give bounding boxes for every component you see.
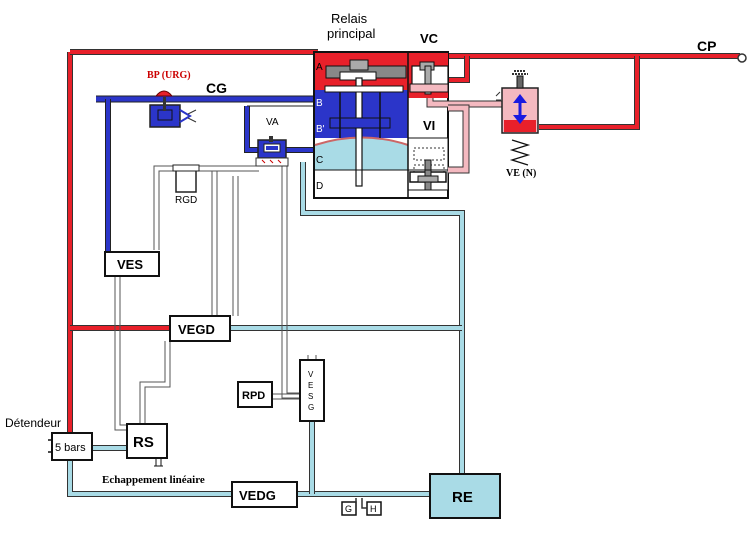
re-reservoir xyxy=(429,473,501,519)
relais-label-1: Relais xyxy=(331,11,368,26)
vedg-box xyxy=(231,481,298,508)
relais-principal xyxy=(313,51,449,199)
main-pipe-cp xyxy=(67,49,747,440)
pilot-pipes xyxy=(114,165,317,431)
vesg-s: S xyxy=(308,392,313,401)
five-bars-label: 5 bars xyxy=(55,442,86,454)
control-pipes xyxy=(426,98,502,174)
chamber-a-label: A xyxy=(316,62,323,73)
vegd-box xyxy=(169,315,231,342)
brake-pipe-cg xyxy=(96,95,318,252)
vedg-label: VEDG xyxy=(239,488,276,503)
relais-label-2: principal xyxy=(327,26,376,41)
reservoir-pipes xyxy=(67,162,465,497)
g-label: G xyxy=(345,504,352,514)
rpd-label: RPD xyxy=(242,390,265,402)
rgd-label: RGD xyxy=(175,195,197,206)
vc-label: VC xyxy=(420,31,439,46)
bp-urg-label: BP (URG) xyxy=(147,70,191,81)
vesg-box xyxy=(299,359,325,422)
cp-label: CP xyxy=(697,38,716,54)
bp-urg-valve xyxy=(149,90,197,128)
vesg-g: G xyxy=(308,403,314,412)
detendeur-box xyxy=(51,432,93,461)
detendeur-label: Détendeur xyxy=(5,416,61,430)
ve-n-label: VE (N) xyxy=(506,168,536,179)
ves-label: VES xyxy=(117,257,143,272)
chamber-c-label: C xyxy=(316,155,323,166)
va-valve xyxy=(255,136,289,167)
vesg-v: V xyxy=(308,370,314,379)
re-label: RE xyxy=(452,489,473,506)
rgd-valve xyxy=(172,164,200,193)
va-label: VA xyxy=(266,117,279,128)
chamber-b-label: B xyxy=(316,98,323,109)
rs-label: RS xyxy=(133,434,154,451)
chamber-b2-label: B' xyxy=(316,124,325,135)
echappement-label: Echappement linéaire xyxy=(102,474,205,486)
h-label: H xyxy=(370,504,377,514)
ves-box xyxy=(104,251,160,277)
chamber-d-label: D xyxy=(316,181,323,192)
rpd-box xyxy=(237,381,273,408)
rs-box xyxy=(126,423,168,459)
ve-n-valve xyxy=(495,70,539,166)
g-box xyxy=(341,501,357,516)
cg-label: CG xyxy=(206,80,227,96)
vesg-e: E xyxy=(308,381,313,390)
vi-label: VI xyxy=(423,118,435,133)
vegd-label: VEGD xyxy=(178,322,215,337)
